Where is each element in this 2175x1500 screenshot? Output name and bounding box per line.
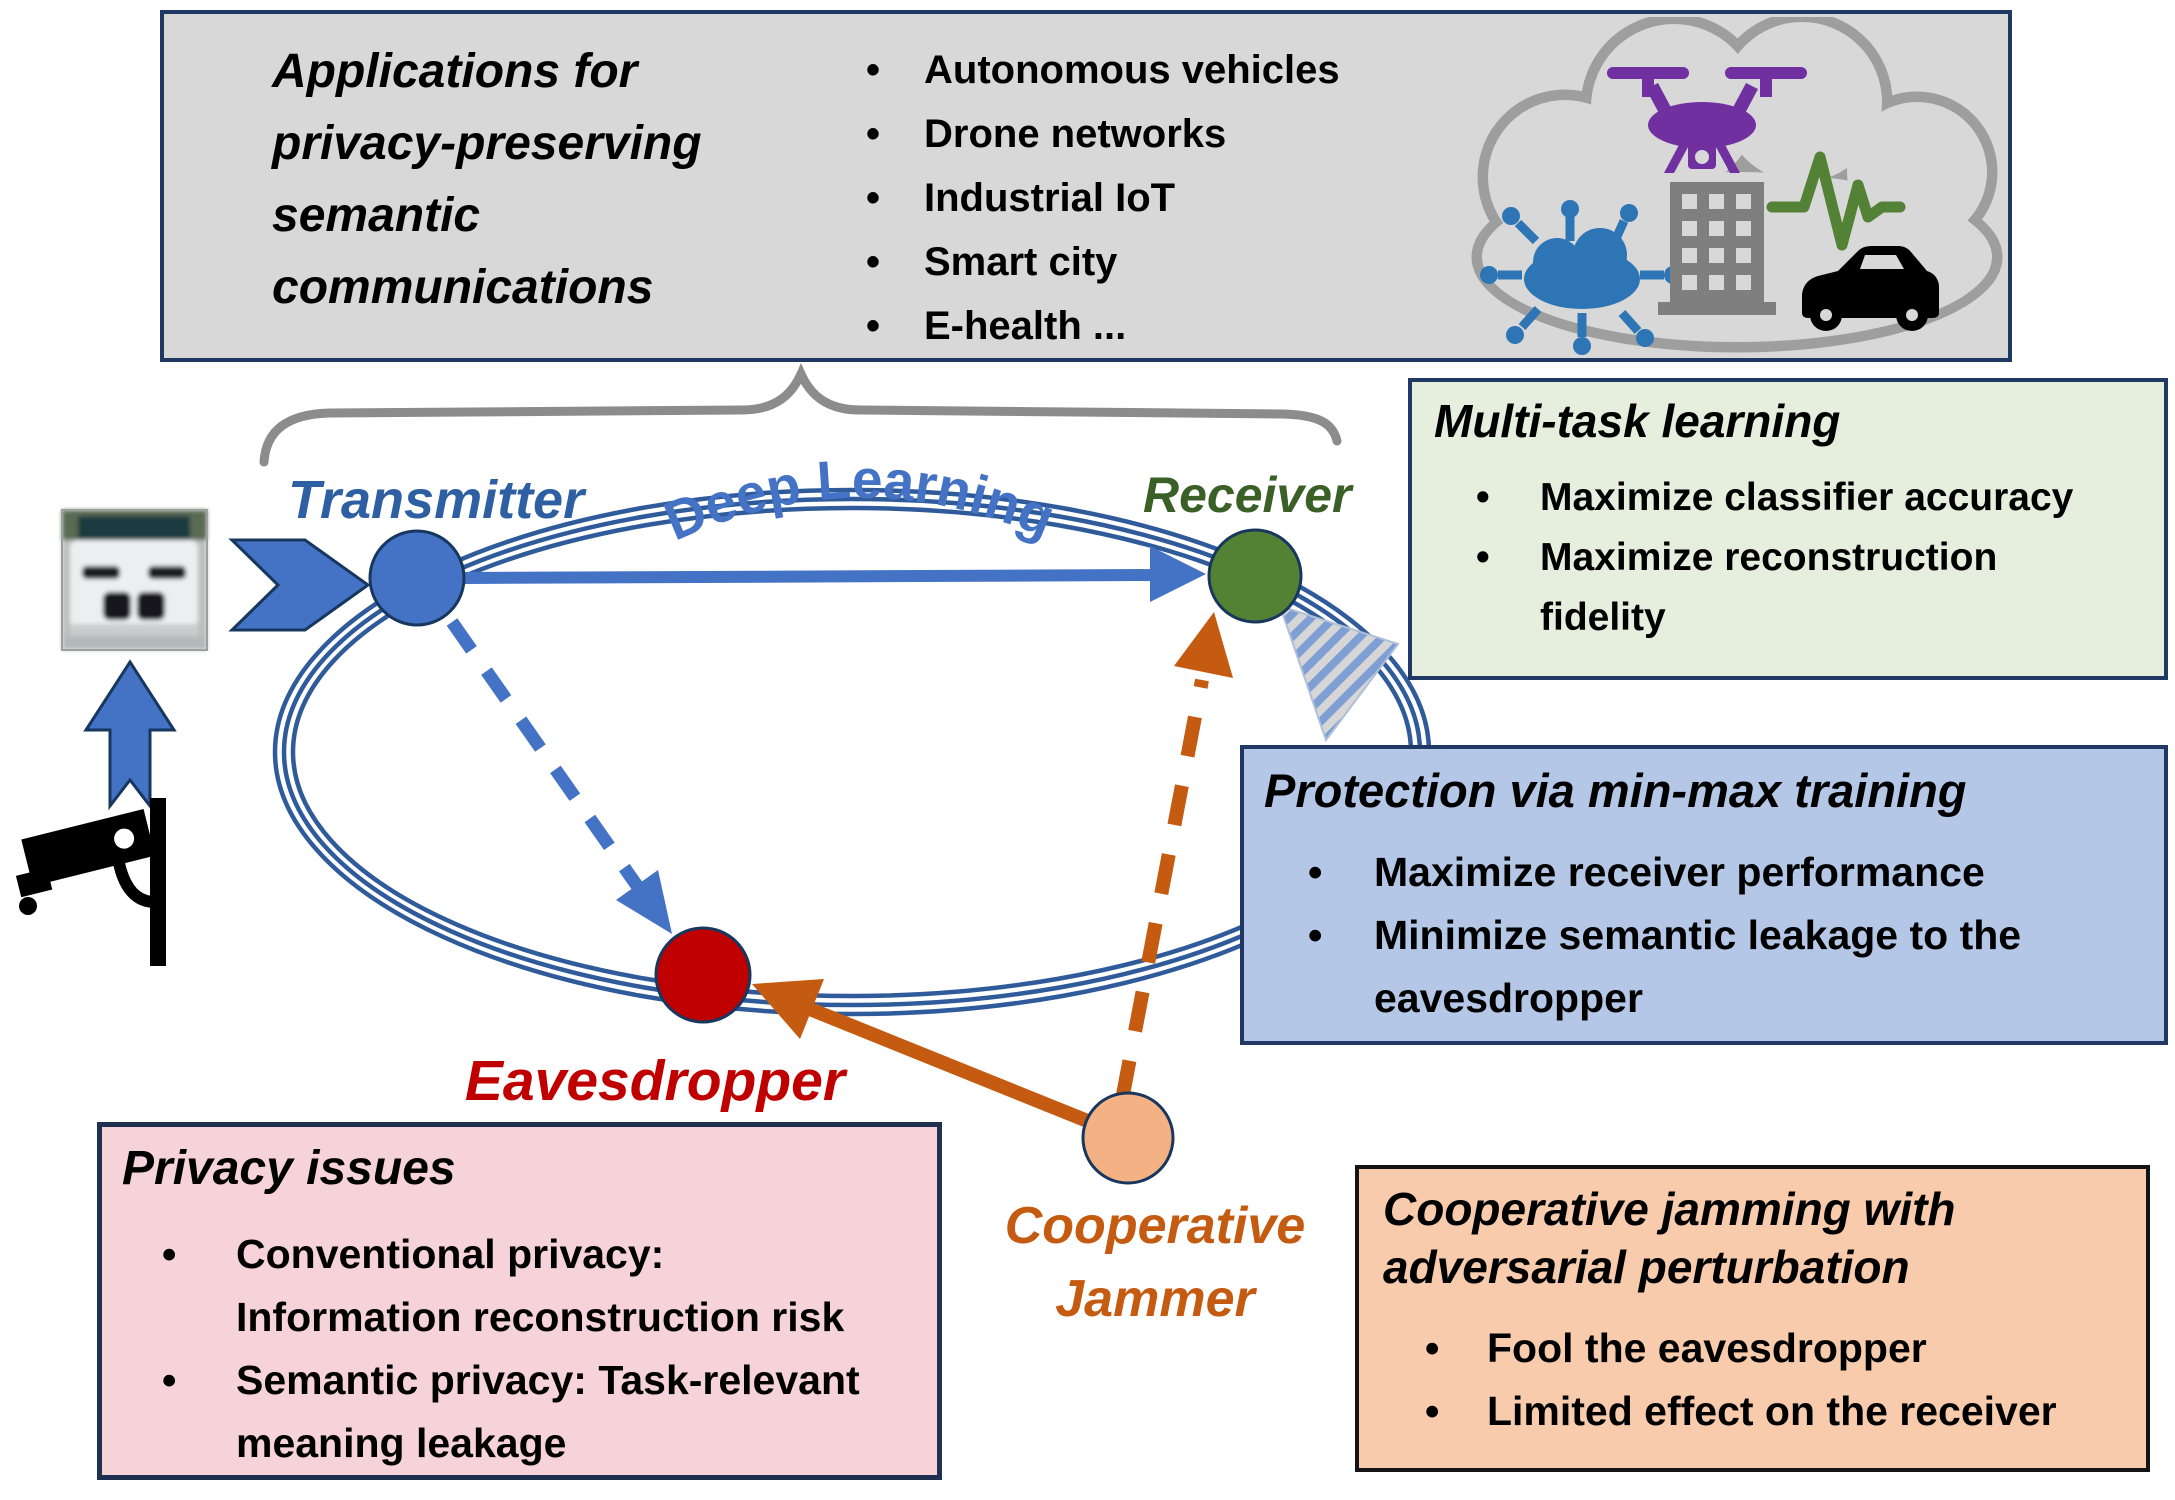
applications-box: Applications for privacy-preserving sema… (160, 10, 2012, 362)
list-item: Minimize semantic leakage to the eavesdr… (1308, 904, 2108, 1030)
car-icon (1802, 246, 1939, 331)
transmitter-node (368, 529, 466, 627)
list-item: Smart city (866, 230, 1486, 294)
jammer-to-eavesdropper-arrow (752, 979, 1093, 1129)
jammer-label: Cooperative Jammer (1005, 1197, 1306, 1328)
brace (259, 363, 1342, 467)
jamming-list: Fool the eavesdropper Limited effect on … (1425, 1317, 2125, 1443)
privacy-issues-box: Privacy issues Conventional privacy: Inf… (97, 1122, 942, 1480)
channel-label: Deep Learning (655, 448, 1063, 552)
transmitter-label: Transmitter (288, 470, 587, 530)
car-photo-border (61, 509, 208, 651)
eavesdropper-label: Eavesdropper (465, 1049, 848, 1113)
building-icon (1658, 182, 1776, 315)
jammer-node (1081, 1091, 1175, 1185)
list-item: Maximize receiver performance (1308, 841, 2108, 904)
transmitter-to-eavesdropper-arrow (446, 618, 672, 934)
list-item: Conventional privacy: Information recons… (162, 1223, 862, 1349)
list-item: E-health ... (866, 294, 1486, 358)
jamming-title: Cooperative jamming with adversarial per… (1383, 1183, 1956, 1293)
svg-text:Jammer: Jammer (1055, 1270, 1257, 1328)
multitask-list: Maximize classifier accuracy Maximize re… (1476, 468, 2116, 648)
protection-box: Protection via min-max training Maximize… (1240, 745, 2168, 1045)
receiver-label: Receiver (1143, 467, 1354, 523)
applications-cloud (1471, 17, 2003, 355)
input-arrow (228, 538, 371, 632)
privacy-title: Privacy issues (122, 1142, 456, 1195)
list-item: Autonomous vehicles (866, 38, 1486, 102)
camera-to-image-arrow (83, 659, 177, 811)
jammer-to-receiver-arrow (1115, 612, 1233, 1102)
iot-network-icon (1480, 200, 1682, 355)
multitask-title: Multi-task learning (1434, 395, 1841, 447)
eavesdropper-node (654, 926, 752, 1024)
receiver-node (1207, 528, 1303, 624)
list-item: Limited effect on the receiver (1425, 1380, 2125, 1443)
list-item: Industrial IoT (866, 166, 1486, 230)
heartbeat-icon (1766, 151, 1906, 251)
protection-title: Protection via min-max training (1264, 764, 1967, 817)
list-item: Drone networks (866, 102, 1486, 166)
surveillance-camera-icon (15, 798, 166, 966)
cooperative-jamming-box: Cooperative jamming with adversarial per… (1355, 1165, 2150, 1472)
applications-list: Autonomous vehicles Drone networks Indus… (866, 38, 1486, 358)
drone-icon (1607, 67, 1807, 173)
multitask-learning-box: Multi-task learning Maximize classifier … (1408, 378, 2168, 680)
transmitter-to-receiver-arrow (463, 546, 1206, 602)
privacy-list: Conventional privacy: Information recons… (162, 1223, 862, 1475)
list-item: Fool the eavesdropper (1425, 1317, 2125, 1380)
car-photo (62, 510, 207, 650)
perturbation-arrow (1278, 604, 1400, 743)
list-item: Maximize reconstruction fidelity (1476, 528, 2116, 648)
list-item: Semantic privacy: Task-relevant meaning … (162, 1349, 862, 1475)
list-item: Maximize classifier accuracy (1476, 468, 2116, 528)
protection-list: Maximize receiver performance Minimize s… (1308, 841, 2108, 1030)
applications-title: Applications for privacy-preserving sema… (272, 45, 702, 314)
svg-text:Cooperative: Cooperative (1005, 1197, 1306, 1255)
